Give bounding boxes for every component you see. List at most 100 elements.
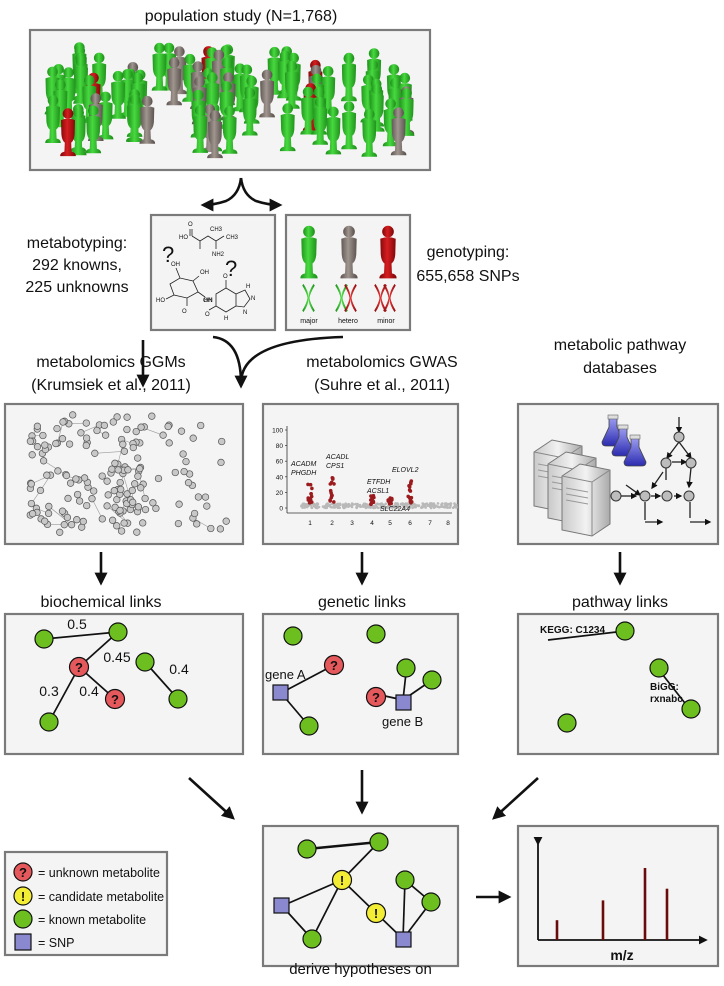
gwas-title: metabolomics GWAS <box>306 354 457 371</box>
ggm-node <box>136 465 144 473</box>
gwas-hit-point <box>328 498 332 503</box>
ggm-node <box>152 504 160 513</box>
genotyping-snps: 655,658 SNPs <box>416 268 519 285</box>
gwas-point <box>434 505 437 508</box>
ggm-node <box>65 440 74 448</box>
gwas-point <box>325 503 329 507</box>
snp-node <box>395 931 412 948</box>
known-metabolite-node <box>366 624 386 644</box>
gwas-hit-point <box>409 495 414 500</box>
gwas-hit-point <box>388 501 393 505</box>
ggm-node <box>100 421 109 430</box>
ggm-network <box>26 411 230 536</box>
ggm-node <box>58 507 67 515</box>
legend-known-symbol <box>13 909 33 929</box>
ggm-node <box>98 515 106 523</box>
gwas-point <box>313 505 317 509</box>
gwas-point <box>413 505 416 508</box>
gwas-point <box>409 504 412 508</box>
gwas-hit-point <box>309 492 313 496</box>
gene-slc22a4: SLC22A4 <box>380 506 410 513</box>
gwas-hit-point <box>308 482 313 487</box>
ggm-node <box>139 519 147 527</box>
server-icons <box>533 439 611 537</box>
known-metabolite-node <box>283 626 303 646</box>
gwas-point <box>332 503 336 507</box>
ggm-node <box>66 479 75 487</box>
unknown-metabolite-node <box>323 654 345 676</box>
gwas-hit-point <box>306 482 310 487</box>
ggm-node <box>52 439 60 448</box>
ggm-node <box>193 520 201 528</box>
flask-icons <box>601 414 647 467</box>
gwas-xtick-label: 2 <box>330 520 334 527</box>
ggm-node <box>217 458 225 467</box>
gwas-xtick-label: 6 <box>408 520 412 527</box>
genotyping-label: genotyping: <box>427 244 510 261</box>
snp-node <box>272 684 289 701</box>
ggm-node <box>54 467 62 475</box>
gwas-xtick-label: 8 <box>446 520 450 527</box>
gene-b-label: gene B <box>382 714 423 729</box>
ggm-node <box>165 439 173 447</box>
ggm-node <box>39 457 48 465</box>
gwas-point <box>355 506 358 509</box>
ggm-edge <box>91 498 103 520</box>
svg-text:O: O <box>205 312 210 318</box>
gwas-point <box>331 506 335 509</box>
gwas-ytick-label: 80 <box>276 443 284 450</box>
question-mark-2: ? <box>225 256 237 281</box>
unknown-mark: ? <box>75 660 83 675</box>
pathway-db-title-2: databases <box>583 360 657 377</box>
ggm-node <box>39 431 47 440</box>
unknown-mark: ? <box>372 690 380 705</box>
ggm-node <box>110 487 118 495</box>
gwas-point <box>403 505 406 508</box>
ggm-node <box>43 471 51 479</box>
biochemical-network <box>34 622 188 732</box>
gwas-xtick-label: 3 <box>350 520 354 527</box>
ggm-node <box>184 479 193 487</box>
known-metabolite-node <box>557 713 577 733</box>
ggm-node <box>174 519 183 528</box>
ggm-node <box>207 524 215 533</box>
gwas-point <box>370 506 374 509</box>
gwas-xtick-label: 5 <box>388 520 392 527</box>
pathway-network <box>547 621 701 733</box>
converge-arrows <box>188 770 539 904</box>
metabotyping-panel <box>149 213 277 332</box>
gwas-point <box>336 503 339 507</box>
mass-spectrum <box>533 836 708 945</box>
ggm-node <box>44 509 53 518</box>
gwas-hit-point <box>406 494 411 499</box>
known-metabolite-node <box>135 652 155 672</box>
gwas-point <box>396 502 399 505</box>
ggm-node <box>103 477 111 485</box>
ggm-node <box>203 502 211 510</box>
mz-axis-label: m/z <box>610 947 633 963</box>
metabotyping-unknowns: 225 unknowns <box>25 279 128 296</box>
pathway-db-title: metabolic pathway <box>554 337 687 354</box>
gwas-point <box>444 502 448 506</box>
chemical-labels: HO O CH3 CH3 NH2 OH OH HO OH O O H N HN … <box>156 222 255 322</box>
ggm-node <box>82 434 91 442</box>
ggm-node <box>41 441 49 449</box>
merge-arrows <box>136 335 344 389</box>
genotype-minor-label: minor <box>377 318 395 325</box>
gwas-point <box>386 506 390 509</box>
svg-text:OH: OH <box>171 262 180 268</box>
svg-text:HN: HN <box>204 298 213 304</box>
gwas-point <box>394 506 397 510</box>
ggm-node <box>190 509 199 518</box>
hypotheses-caption-block: derive hypotheses on <box>263 961 458 979</box>
gene-acadm: ACADM <box>290 461 316 468</box>
ggm-node <box>154 474 163 483</box>
bigg-label-2: rxnabc <box>650 694 683 705</box>
gwas-panel <box>261 402 460 546</box>
ggm-node <box>27 480 35 488</box>
question-mark-1: ? <box>162 242 174 267</box>
genetic-network <box>272 624 442 736</box>
ggm-node <box>69 411 77 419</box>
gene-elovl2: ELOVL2 <box>392 467 419 474</box>
chemical-structures <box>165 229 251 313</box>
